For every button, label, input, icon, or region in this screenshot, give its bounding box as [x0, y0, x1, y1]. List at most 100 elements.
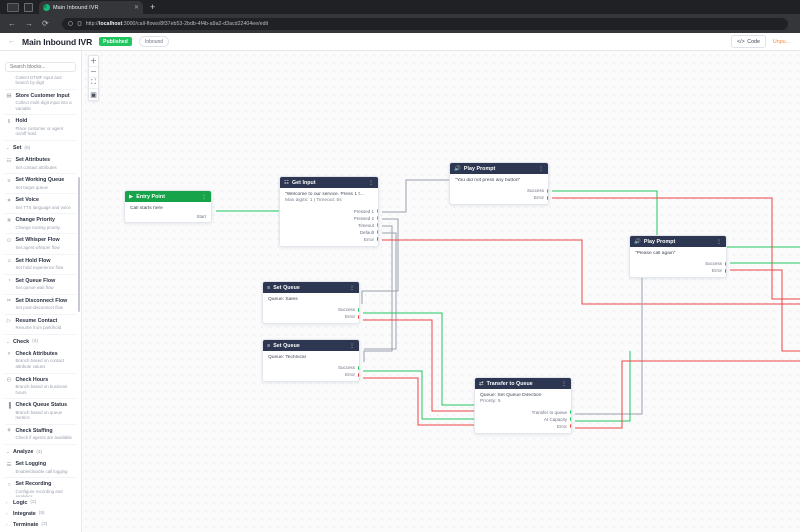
palette-item[interactable]: ▷ Resume Contact Resume from park/hold: [5, 315, 77, 335]
node-menu-icon[interactable]: ⋮: [538, 165, 544, 172]
palette-item[interactable]: ◔ Set Queue Flow Set queue wait flow: [5, 275, 77, 295]
palette-group-terminate[interactable]: › Terminate (3): [5, 519, 77, 530]
close-icon[interactable]: ✕: [133, 4, 139, 11]
palette-item[interactable]: ◴ Check Hours Branch based on business h…: [5, 374, 77, 400]
node-port-default[interactable]: Default: [285, 229, 378, 236]
port-handle-icon[interactable]: [377, 237, 378, 241]
port-handle-icon[interactable]: [377, 209, 378, 213]
node-header[interactable]: ☷ Get Input ⋮: [280, 177, 378, 188]
node-input-handle[interactable]: [279, 194, 280, 198]
palette-item[interactable]: ☷ Set Attributes Set contact attributes: [5, 154, 77, 175]
port-handle-icon[interactable]: [570, 424, 571, 428]
palette-item[interactable]: ‖ Hold Place customer or agent on/off ho…: [5, 115, 77, 142]
palette-item[interactable]: ☰ Set Logging Enable/disable call loggin…: [5, 458, 77, 479]
node-port-error[interactable]: Error: [635, 267, 726, 274]
node-port-pressed-2[interactable]: Pressed 2: [285, 215, 378, 222]
flow-node-set-queue-sales[interactable]: ≡ Set Queue ⋮ Queue: Sales Success Error: [262, 281, 360, 324]
port-handle-icon[interactable]: [725, 268, 726, 273]
port-handle-icon[interactable]: [725, 261, 726, 266]
tab-search-icon[interactable]: [24, 3, 33, 12]
node-header[interactable]: 🔊 Play Prompt ⋮: [450, 163, 548, 174]
code-button[interactable]: </> Code: [731, 35, 766, 48]
palette-item[interactable]: ⌕ Check Attributes Branch based on conta…: [5, 348, 77, 374]
node-port-pressed-1[interactable]: Pressed 1: [285, 208, 378, 215]
node-input-handle[interactable]: [449, 180, 450, 184]
palette-item[interactable]: ☷ Get Customer Input Collect DTMF input …: [5, 76, 77, 90]
node-port-error[interactable]: Error: [480, 423, 571, 430]
palette-group-check[interactable]: ⌄ Check (4): [5, 335, 77, 348]
flow-node-get-input[interactable]: ☷ Get Input ⋮ "Welcome to our service. P…: [279, 176, 379, 247]
node-header[interactable]: ⇄ Transfer to Queue ⋮: [475, 378, 571, 389]
port-handle-icon[interactable]: [377, 223, 378, 227]
port-handle-icon[interactable]: [547, 188, 548, 193]
back-button[interactable]: ←: [8, 38, 15, 45]
lock-button[interactable]: ▣: [90, 91, 97, 99]
unpublish-button[interactable]: Unpu...: [772, 38, 790, 45]
node-header[interactable]: ▶ Entry Point ⋮: [125, 191, 211, 202]
node-input-handle[interactable]: [262, 299, 263, 303]
node-input-handle[interactable]: [262, 357, 263, 361]
port-handle-icon[interactable]: [358, 365, 359, 370]
node-header[interactable]: ≡ Set Queue ⋮: [263, 282, 359, 293]
forward-icon[interactable]: →: [25, 18, 33, 28]
flow-node-play-prompt-1[interactable]: 🔊 Play Prompt ⋮ "You did not press any b…: [449, 162, 549, 205]
window-controls-icon[interactable]: [7, 3, 19, 12]
palette-item[interactable]: ⚇ Set Whisper Flow Set agent whisper flo…: [5, 234, 77, 255]
port-handle-icon[interactable]: [570, 410, 571, 414]
node-menu-icon[interactable]: ⋮: [368, 179, 374, 186]
palette-item[interactable]: ≡ Set Working Queue Set target queue: [5, 174, 77, 195]
flow-node-set-queue-technical[interactable]: ≡ Set Queue ⋮ Queue: Technical Success E…: [262, 339, 360, 382]
node-port-error[interactable]: Error: [285, 236, 378, 243]
node-port-error[interactable]: Error: [268, 371, 359, 378]
reload-icon[interactable]: ⟳: [42, 18, 49, 28]
blocks-palette[interactable]: ☷ Get Customer Input Collect DTMF input …: [0, 76, 81, 497]
node-port-success[interactable]: Success: [268, 364, 359, 371]
node-menu-icon[interactable]: ⋮: [349, 342, 355, 349]
palette-item[interactable]: ⚘ Check Staffing Check if agents are ava…: [5, 425, 77, 446]
zoom-out-button[interactable]: －: [89, 69, 98, 78]
palette-group-analyze[interactable]: ⌄ Analyze (4): [5, 445, 77, 458]
port-handle-icon[interactable]: [570, 417, 571, 421]
node-menu-icon[interactable]: ⋮: [201, 193, 207, 200]
node-port-error[interactable]: Error: [455, 194, 548, 201]
search-input[interactable]: [5, 62, 76, 72]
palette-group-integrate[interactable]: › Integrate (5): [5, 508, 77, 519]
port-handle-icon[interactable]: [547, 195, 548, 200]
zoom-in-button[interactable]: ＋: [89, 58, 98, 67]
node-header[interactable]: ≡ Set Queue ⋮: [263, 340, 359, 351]
node-port-error[interactable]: Error: [268, 313, 359, 320]
fit-view-button[interactable]: ⛶: [89, 78, 98, 89]
node-menu-icon[interactable]: ⋮: [716, 238, 722, 245]
back-icon[interactable]: ←: [8, 18, 16, 28]
new-tab-button[interactable]: +: [150, 2, 156, 12]
palette-item[interactable]: ✶ Set Voice Set TTS language and voice: [5, 194, 77, 215]
palette-group-logic[interactable]: › Logic (2): [5, 497, 77, 508]
sidebar-scrollbar[interactable]: [78, 177, 80, 312]
flow-node-transfer-to-queue[interactable]: ⇄ Transfer to Queue ⋮ Queue: Set Queue D…: [474, 377, 572, 434]
node-input-handle[interactable]: [629, 253, 630, 257]
palette-group-set[interactable]: ⌄ Set (8): [5, 141, 77, 154]
port-handle-icon[interactable]: [358, 372, 359, 377]
palette-item[interactable]: ○ Set Recording Configure recording and …: [5, 478, 77, 497]
node-port-success[interactable]: Success: [455, 187, 548, 194]
flow-node-play-prompt-2[interactable]: 🔊 Play Prompt ⋮ "Please call again" Succ…: [629, 235, 727, 278]
node-port-at-capacity[interactable]: At Capacity: [480, 416, 571, 423]
node-menu-icon[interactable]: ⋮: [561, 380, 567, 387]
port-handle-icon[interactable]: [358, 314, 359, 319]
port-handle-icon[interactable]: [377, 216, 378, 220]
node-input-handle[interactable]: [474, 395, 475, 399]
palette-item[interactable]: ♫ Set Hold Flow Set hold experience flow: [5, 255, 77, 275]
node-menu-icon[interactable]: ⋮: [349, 284, 355, 291]
palette-item[interactable]: ▐ Check Queue Status Branch based on que…: [5, 399, 77, 425]
port-handle-icon[interactable]: [377, 230, 378, 234]
address-bar[interactable]: http://localhost:3000/call-flows/8f37eb5…: [61, 17, 788, 30]
node-port-success[interactable]: Success: [635, 260, 726, 267]
palette-item[interactable]: ▤ Store Customer Input Collect multi-dig…: [5, 90, 77, 116]
palette-item[interactable]: ✵ Change Priority Change routing priorit…: [5, 214, 77, 235]
node-port-transfer-to-queue[interactable]: Transfer to queue: [480, 409, 571, 416]
port-handle-icon[interactable]: [358, 307, 359, 312]
browser-tab[interactable]: Main Inbound IVR ✕: [39, 1, 143, 14]
node-port-success[interactable]: Success: [268, 306, 359, 313]
